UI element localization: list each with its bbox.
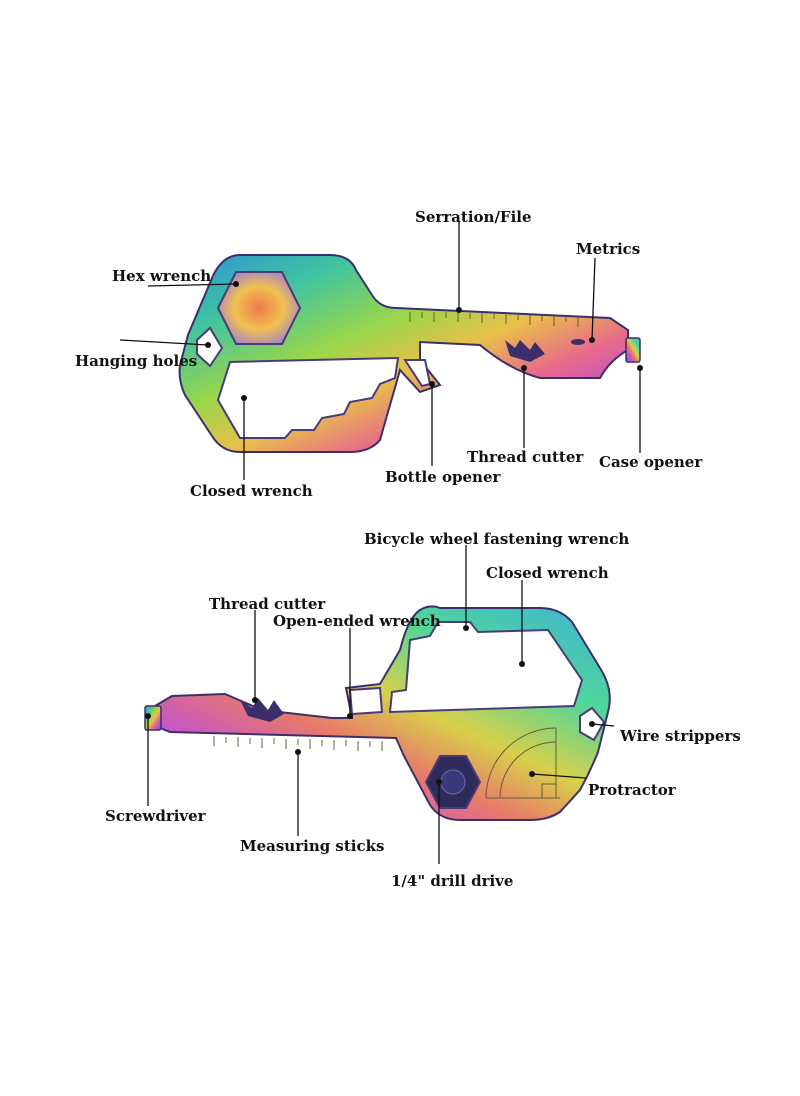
label-open-ended-wrench: Open-ended wrench bbox=[273, 612, 441, 630]
bottom-screwdriver-tip bbox=[144, 705, 162, 731]
label-screwdriver: Screwdriver bbox=[105, 807, 207, 825]
bottom-protractor-engraving bbox=[485, 727, 560, 799]
top-thread-cutter-teeth bbox=[505, 340, 545, 362]
label-thread-cutter-bottom: Thread cutter bbox=[209, 595, 326, 613]
label-hex-wrench: Hex wrench bbox=[112, 267, 211, 285]
label-closed-wrench-top: Closed wrench bbox=[190, 482, 313, 500]
top-hex-wrench bbox=[216, 271, 302, 345]
label-measuring-sticks: Measuring sticks bbox=[240, 837, 384, 855]
bottom-thread-cutter-teeth bbox=[240, 698, 284, 722]
bottom-closed-wrench-cutout bbox=[388, 621, 584, 714]
label-hanging-holes: Hanging holes bbox=[75, 352, 197, 370]
label-bottle-opener: Bottle opener bbox=[385, 468, 501, 486]
bottom-ruler-ticks bbox=[213, 736, 383, 751]
label-metrics: Metrics bbox=[576, 240, 640, 258]
label-thread-cutter-top: Thread cutter bbox=[467, 448, 584, 466]
top-callout-leaders bbox=[119, 222, 643, 480]
label-bicycle-wrench: Bicycle wheel fastening wrench bbox=[364, 530, 629, 548]
bottom-drill-drive-center bbox=[440, 769, 466, 795]
bottom-callout-labels: Bicycle wheel fastening wrench Closed wr… bbox=[105, 530, 741, 890]
top-closed-wrench-cutout bbox=[216, 356, 400, 439]
top-case-opener-tip bbox=[625, 337, 641, 363]
bottom-open-wrench-notch bbox=[348, 686, 384, 716]
bottom-multitool bbox=[144, 605, 611, 821]
label-wire-strippers: Wire strippers bbox=[619, 727, 741, 745]
top-ruler-ticks bbox=[409, 312, 579, 327]
top-metrics-slot bbox=[571, 339, 585, 345]
label-serration-file: Serration/File bbox=[415, 208, 532, 226]
label-protractor: Protractor bbox=[588, 781, 677, 799]
bottom-callout-leaders bbox=[145, 545, 615, 864]
label-drill-drive: 1/4" drill drive bbox=[391, 872, 513, 890]
label-case-opener: Case opener bbox=[599, 453, 703, 471]
top-callout-labels: Serration/File Metrics Hex wrench Hangin… bbox=[75, 208, 703, 500]
label-closed-wrench-bottom: Closed wrench bbox=[486, 564, 609, 582]
top-multitool bbox=[178, 254, 641, 453]
